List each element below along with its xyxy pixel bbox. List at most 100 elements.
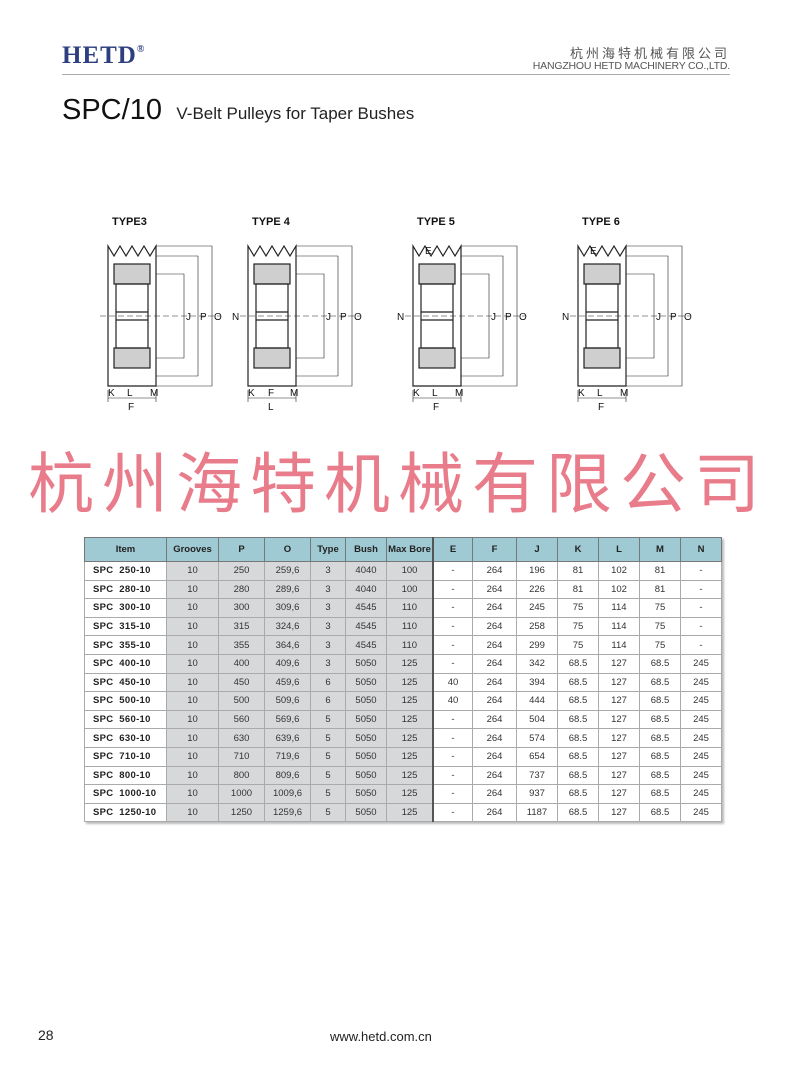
dimension-label-m: M <box>455 388 464 399</box>
dimension-label-f: F <box>128 402 135 413</box>
column-header-e: E <box>432 537 473 562</box>
cell-o: 1009,6 <box>264 784 311 804</box>
cell-p: 560 <box>218 709 265 730</box>
cell-k: 68.5 <box>557 653 599 674</box>
diagram-type-label: TYPE 4 <box>252 216 290 228</box>
diagram-type-label: TYPE 6 <box>582 216 620 228</box>
cell-bush: 5050 <box>345 691 387 711</box>
cell-f: 264 <box>472 616 517 637</box>
cell-type: 5 <box>310 709 346 730</box>
pulley-drawing <box>240 243 360 402</box>
column-header-k: K <box>557 537 599 562</box>
cell-k: 68.5 <box>557 746 599 767</box>
column-header-max-bore: Max Bore <box>386 537 434 562</box>
cell-bush: 5050 <box>345 746 387 767</box>
diagram-type-label: TYPE 5 <box>417 216 455 228</box>
cell-j: 245 <box>516 598 558 618</box>
pulley-drawing <box>405 243 525 402</box>
cell-n: 245 <box>680 691 722 711</box>
item-cell: SPC 315-10 <box>84 616 167 637</box>
product-code: SPC/10 <box>62 94 162 126</box>
column-header-o: O <box>264 537 311 562</box>
cell-grooves: 10 <box>166 746 219 767</box>
dimension-label-j: J <box>656 312 661 323</box>
cell-bush: 4545 <box>345 635 387 655</box>
cell-l: 127 <box>598 672 640 693</box>
cell-f: 264 <box>472 579 517 600</box>
item-cell: SPC 800-10 <box>84 765 167 786</box>
product-subtitle: V-Belt Pulleys for Taper Bushes <box>176 104 415 123</box>
cell-grooves: 10 <box>166 691 219 711</box>
cell-p: 500 <box>218 691 265 711</box>
cell-f: 264 <box>472 784 517 804</box>
cell-m: 68.5 <box>639 691 681 711</box>
cell-bush: 4545 <box>345 598 387 618</box>
dimension-label-o: O <box>684 312 692 323</box>
cell-f: 264 <box>472 802 517 823</box>
cell-e: - <box>432 746 473 767</box>
cell-l: 114 <box>598 598 640 618</box>
cell-e: - <box>432 561 473 581</box>
column-header-n: N <box>680 537 722 562</box>
cell-max-bore: 125 <box>386 765 434 786</box>
cell-l: 114 <box>598 616 640 637</box>
cell-m: 75 <box>639 616 681 637</box>
cell-k: 68.5 <box>557 709 599 730</box>
cell-p: 630 <box>218 728 265 748</box>
cell-n: 245 <box>680 802 722 823</box>
cell-j: 342 <box>516 653 558 674</box>
cell-type: 5 <box>310 802 346 823</box>
cell-bush: 4040 <box>345 561 387 581</box>
cell-j: 226 <box>516 579 558 600</box>
cell-f: 264 <box>472 561 517 581</box>
item-cell: SPC 1250-10 <box>84 802 167 823</box>
item-cell: SPC 250-10 <box>84 561 167 581</box>
cell-k: 75 <box>557 598 599 618</box>
cell-k: 68.5 <box>557 802 599 823</box>
cell-n: 245 <box>680 784 722 804</box>
item-cell: SPC 300-10 <box>84 598 167 618</box>
column-header-f: F <box>472 537 517 562</box>
cell-grooves: 10 <box>166 635 219 655</box>
dimension-label-k: K <box>578 388 585 399</box>
item-cell: SPC 280-10 <box>84 579 167 600</box>
cell-bush: 5050 <box>345 728 387 748</box>
page-number: 28 <box>38 1027 54 1043</box>
cell-l: 127 <box>598 784 640 804</box>
cell-grooves: 10 <box>166 672 219 693</box>
cell-o: 719,6 <box>264 746 311 767</box>
logo-text: HETD <box>62 42 137 69</box>
cell-e: - <box>432 579 473 600</box>
cell-p: 250 <box>218 561 265 581</box>
cell-grooves: 10 <box>166 784 219 804</box>
cell-bush: 5050 <box>345 672 387 693</box>
cell-p: 800 <box>218 765 265 786</box>
cell-m: 68.5 <box>639 746 681 767</box>
cell-type: 3 <box>310 561 346 581</box>
cell-n: 245 <box>680 746 722 767</box>
item-cell: SPC 710-10 <box>84 746 167 767</box>
cell-grooves: 10 <box>166 616 219 637</box>
website-url: www.hetd.com.cn <box>330 1029 432 1044</box>
cell-o: 409,6 <box>264 653 311 674</box>
item-cell: SPC 500-10 <box>84 691 167 711</box>
cell-k: 68.5 <box>557 765 599 786</box>
cell-p: 1250 <box>218 802 265 823</box>
cell-m: 75 <box>639 598 681 618</box>
cell-m: 68.5 <box>639 802 681 823</box>
cell-j: 1187 <box>516 802 558 823</box>
cell-o: 639,6 <box>264 728 311 748</box>
cell-e: - <box>432 728 473 748</box>
cell-grooves: 10 <box>166 728 219 748</box>
cell-j: 737 <box>516 765 558 786</box>
cell-n: 245 <box>680 709 722 730</box>
cell-type: 6 <box>310 672 346 693</box>
cell-type: 5 <box>310 765 346 786</box>
